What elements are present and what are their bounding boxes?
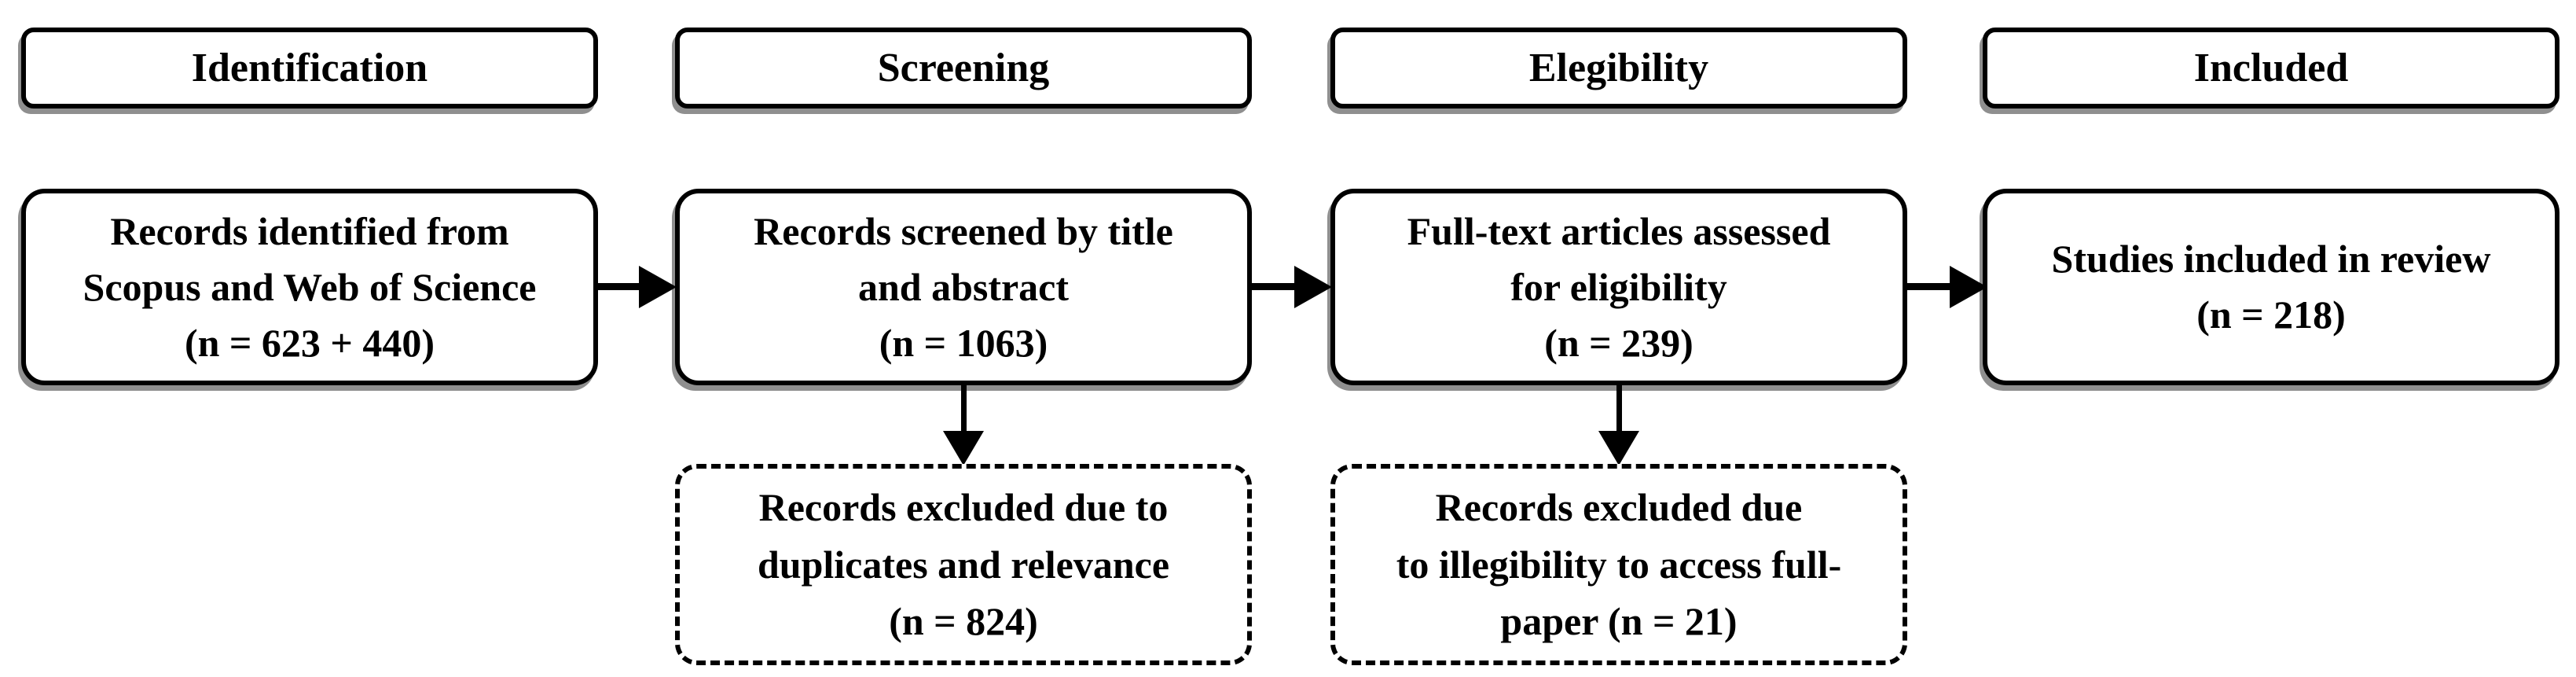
box-line: Records identified from [110,208,509,253]
arrow-shaft [1250,283,1297,290]
box-count: (n = 239) [1544,320,1693,365]
arrow-head-down-icon [1598,431,1639,465]
box-line: Scopus and Web of Science [83,264,537,309]
arrow-head-down-icon [943,431,984,465]
box-count: (n = 218) [2196,293,2346,337]
stage-label: Elegibility [1528,46,1709,90]
stage-header-identification: Identification [21,28,598,109]
arrow-head-right-icon [639,266,677,308]
box-line: Records screened by title [754,208,1173,253]
box-excluded-duplicates: Records excluded due to duplicates and r… [675,464,1252,665]
box-count: (n = 623 + 440) [184,320,435,365]
box-line: duplicates and relevance [757,542,1170,587]
box-count: (n = 1063) [879,320,1048,365]
box-studies-included: Studies included in review (n = 218) [1983,189,2559,385]
stage-label: Included [2193,46,2349,90]
arrow-head-right-icon [1950,266,1987,308]
box-fulltext-assessed: Full-text articles assessed for eligibil… [1330,189,1907,385]
stage-header-screening: Screening [675,28,1252,109]
box-line: for eligibility [1510,264,1727,309]
stage-header-included: Included [1983,28,2559,109]
arrow-shaft [1906,283,1953,290]
box-line: and abstract [857,264,1070,309]
stage-header-elegibility: Elegibility [1330,28,1907,109]
stage-label: Identification [191,46,428,90]
box-line: Full-text articles assessed [1407,208,1831,253]
box-line: Records excluded due [1435,485,1803,530]
box-count: paper (n = 21) [1500,599,1738,644]
stage-label: Screening [877,46,1050,90]
box-records-identified: Records identified from Scopus and Web o… [21,189,598,385]
arrow-shaft [961,384,967,432]
box-excluded-fullpaper: Records excluded due to illegibility to … [1330,464,1907,665]
arrow-shaft [1616,384,1622,432]
box-line: Records excluded due to [758,485,1169,530]
arrow-head-right-icon [1294,266,1332,308]
box-records-screened: Records screened by title and abstract (… [675,189,1252,385]
box-line: to illegibility to access full- [1396,542,1842,587]
box-count: (n = 824) [889,599,1038,644]
arrow-shaft [596,283,644,290]
box-line: Studies included in review [2051,237,2491,281]
